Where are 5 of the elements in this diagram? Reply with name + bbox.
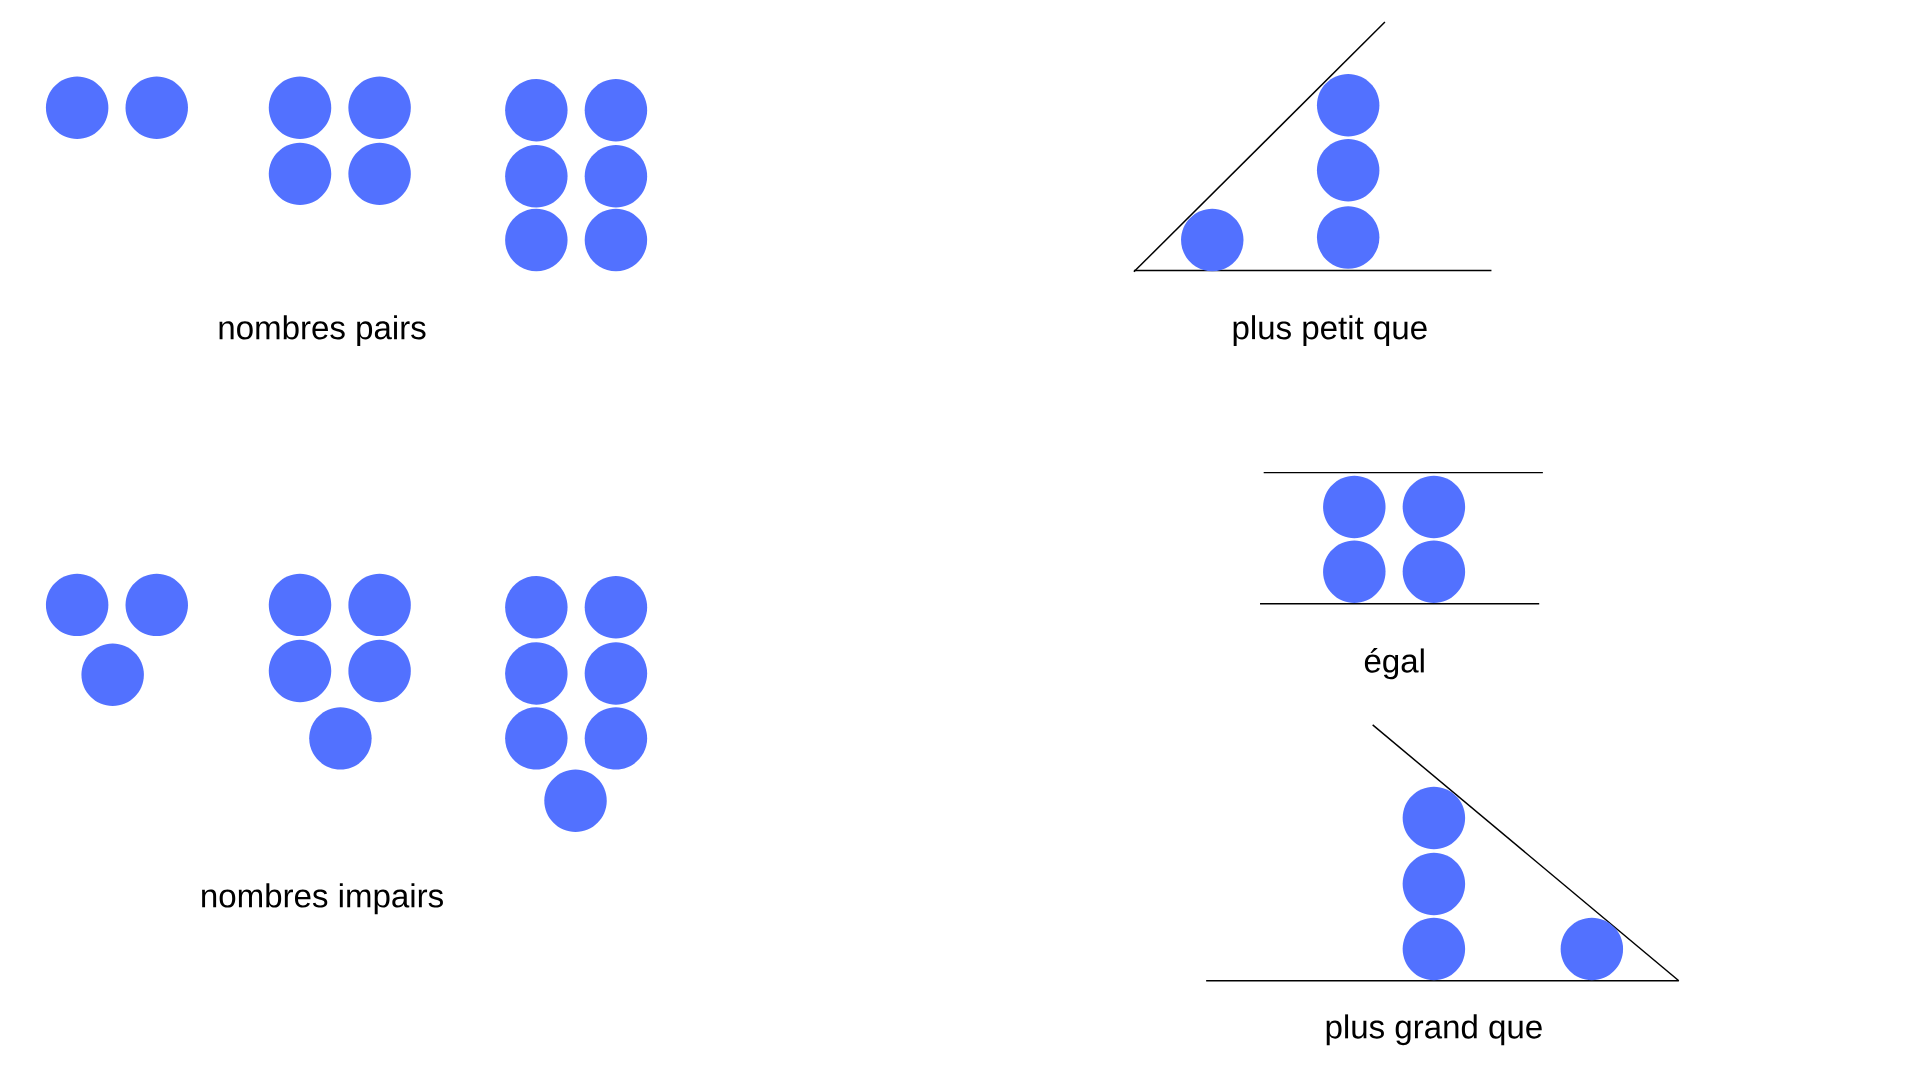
caption-text: plus petit que — [1233, 315, 1427, 346]
caption-text: nombres pairs — [219, 315, 426, 346]
caption-text: plus grand que — [1326, 1014, 1542, 1046]
caption-text: nombres impairs — [202, 883, 443, 915]
caption-text: égal — [1364, 648, 1424, 680]
